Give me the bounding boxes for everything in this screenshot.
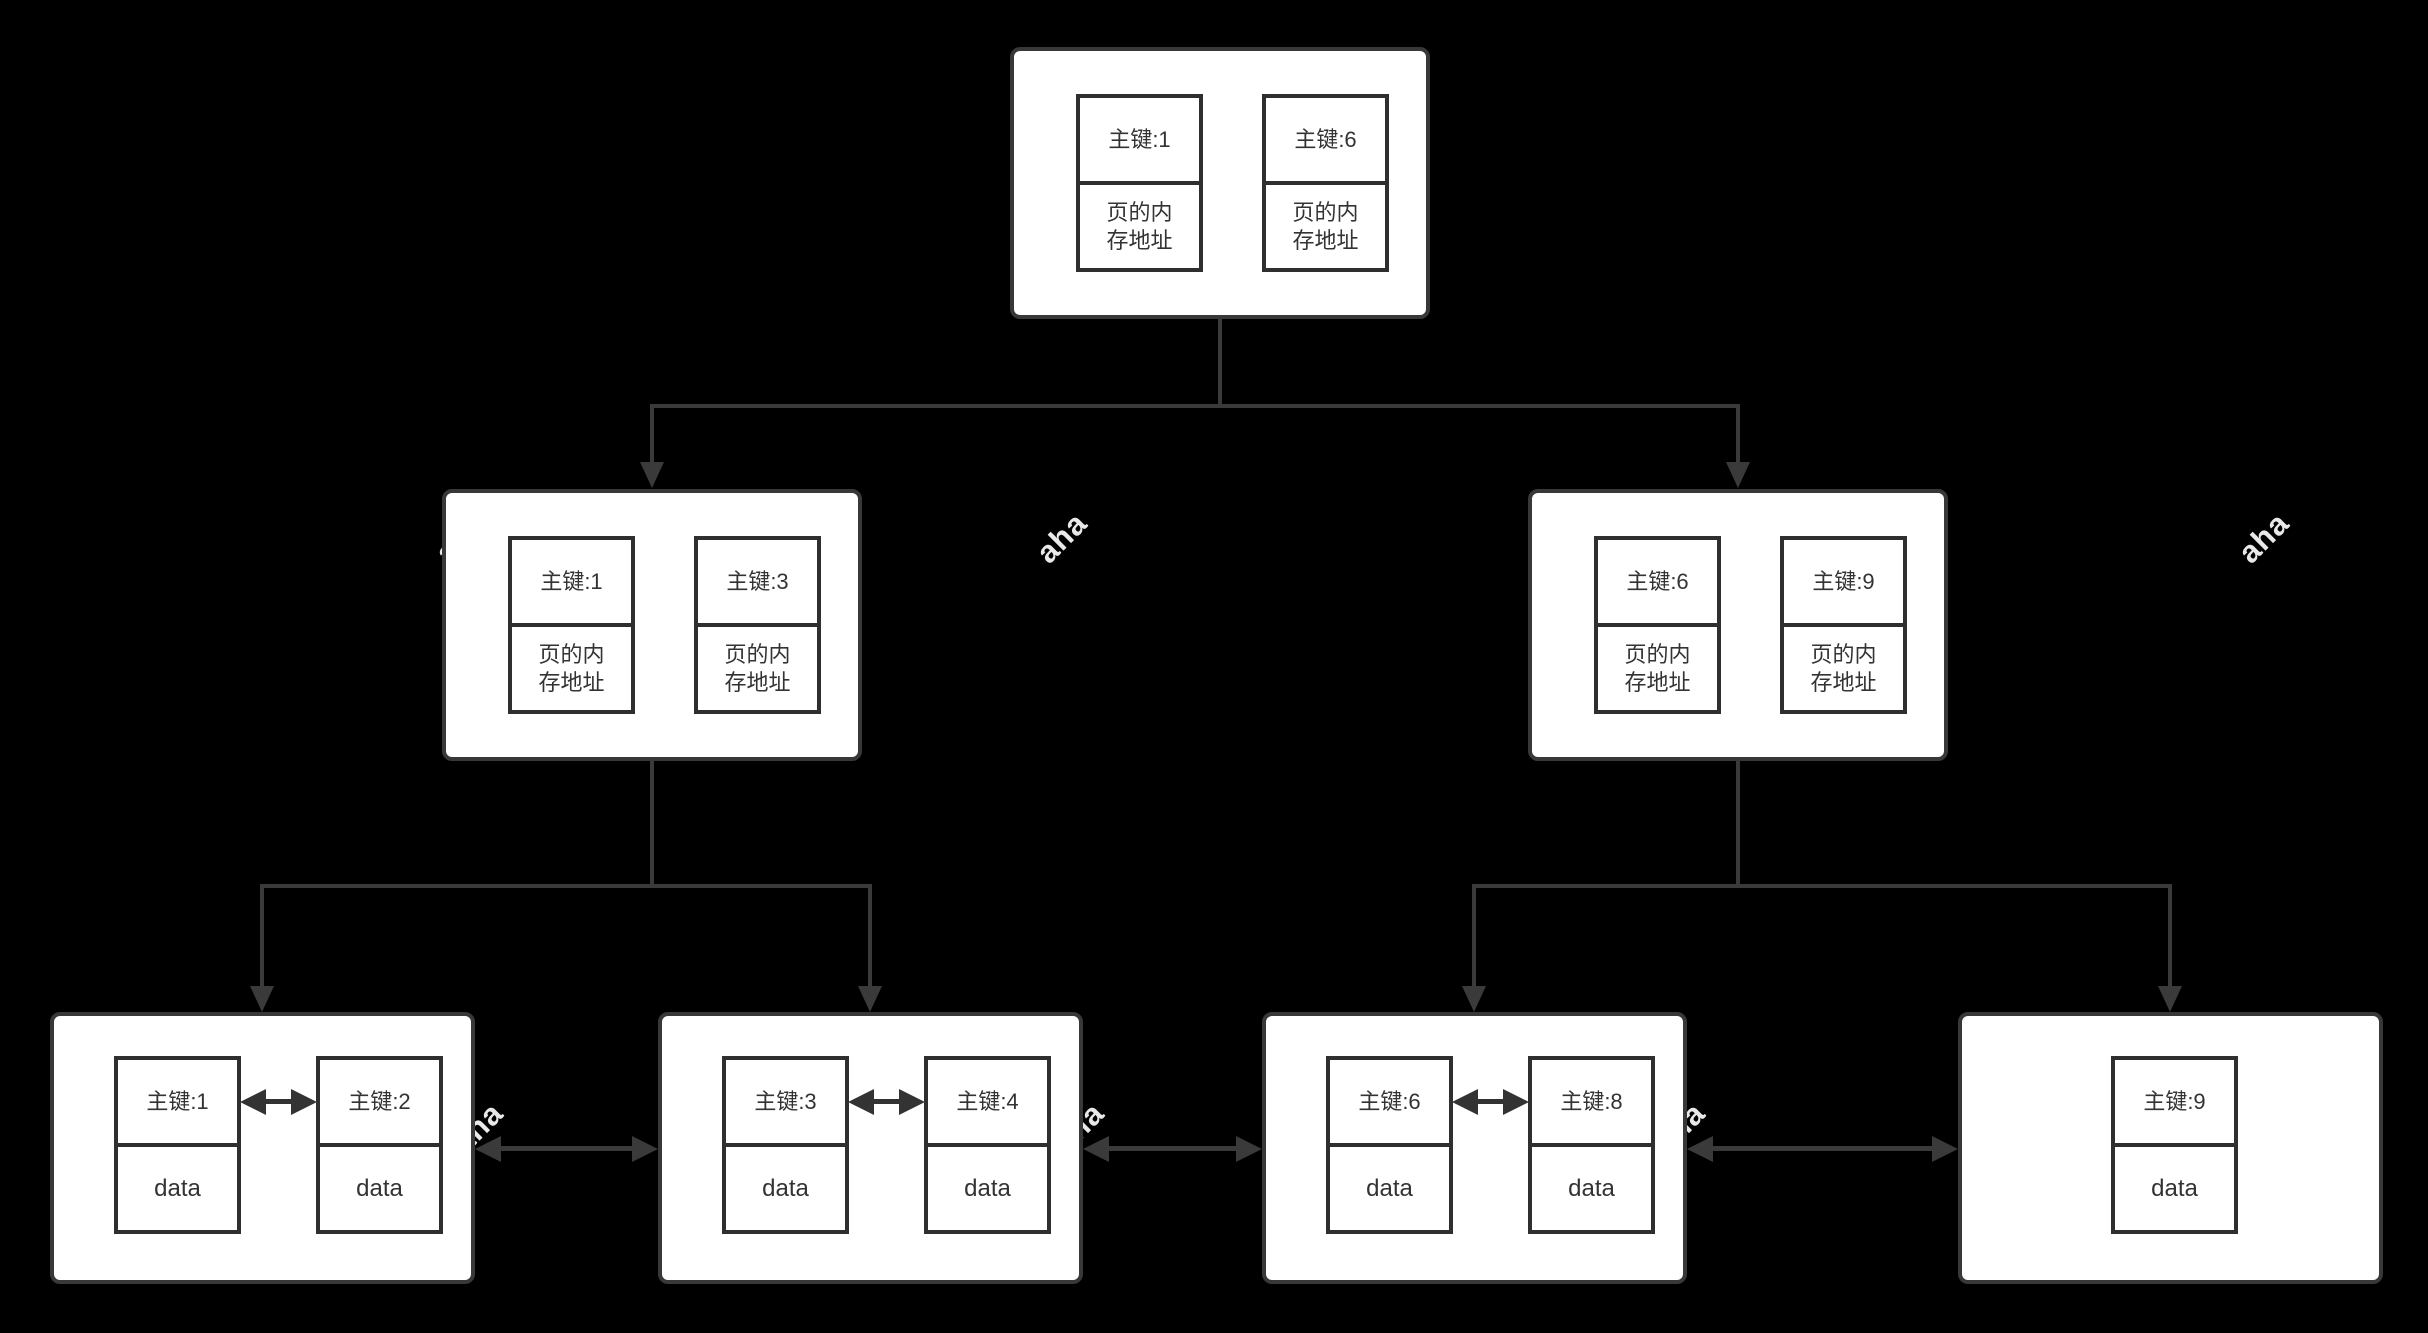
key-link-arrow-icon [240,1088,317,1115]
data-cell: data [316,1143,443,1234]
key-cell: 主键:1 [114,1056,241,1147]
pointer-cell: 页的内存地址 [1780,623,1907,714]
key-cell: 主键:3 [722,1056,849,1147]
connector-to-leaf-2 [868,884,872,987]
data-cell: data [2111,1143,2238,1234]
connector-internal-right-stem [1736,761,1740,888]
pointer-cell: 页的内存地址 [1594,623,1721,714]
connector-internal-right-branch [1472,884,2172,888]
data-cell: data [114,1143,241,1234]
down-arrowhead-icon [1726,462,1750,488]
pointer-cell: 页的内存地址 [1262,181,1389,272]
down-arrowhead-icon [858,986,882,1012]
key-cell: 主键:6 [1594,536,1721,627]
connector-root-to-internal-left [650,404,654,463]
key-cell: 主键:9 [2111,1056,2238,1147]
node-internal-right: 主键:6 页的内存地址 主键:9 页的内存地址 [1528,489,1948,761]
node-root: 主键:1 页的内存地址 主键:6 页的内存地址 [1010,47,1430,319]
key-link-arrow-icon [1452,1088,1529,1115]
down-arrowhead-icon [640,462,664,488]
data-cell: data [1528,1143,1655,1234]
key-cell: 主键:2 [316,1056,443,1147]
watermark-text: aha [2231,505,2296,570]
connector-to-leaf-4 [2168,884,2172,987]
down-arrowhead-icon [1462,986,1486,1012]
node-leaf-2: 主键:3 data 主键:4 data [658,1012,1083,1284]
leaf-link-arrow-3-4 [1687,1135,1958,1162]
connector-internal-left-stem [650,761,654,888]
key-cell: 主键:1 [1076,94,1203,185]
key-cell: 主键:6 [1262,94,1389,185]
key-cell: 主键:9 [1780,536,1907,627]
node-leaf-1: 主键:1 data 主键:2 data [50,1012,475,1284]
connector-root-stem [1218,319,1222,408]
watermark-text: aha [1029,505,1094,570]
connector-internal-left-branch [260,884,872,888]
connector-root-to-internal-right [1736,404,1740,463]
connector-to-leaf-1 [260,884,264,987]
node-internal-left: 主键:1 页的内存地址 主键:3 页的内存地址 [442,489,862,761]
key-cell: 主键:6 [1326,1056,1453,1147]
data-cell: data [1326,1143,1453,1234]
node-leaf-4: 主键:9 data [1958,1012,2383,1284]
data-cell: data [722,1143,849,1234]
node-leaf-3: 主键:6 data 主键:8 data [1262,1012,1687,1284]
down-arrowhead-icon [250,986,274,1012]
data-cell: data [924,1143,1051,1234]
leaf-link-arrow-2-3 [1083,1135,1262,1162]
connector-to-leaf-3 [1472,884,1476,987]
connector-root-branch [650,404,1740,408]
key-cell: 主键:4 [924,1056,1051,1147]
key-link-arrow-icon [848,1088,925,1115]
key-cell: 主键:3 [694,536,821,627]
pointer-cell: 页的内存地址 [1076,181,1203,272]
pointer-cell: 页的内存地址 [508,623,635,714]
key-cell: 主键:8 [1528,1056,1655,1147]
down-arrowhead-icon [2158,986,2182,1012]
pointer-cell: 页的内存地址 [694,623,821,714]
key-cell: 主键:1 [508,536,635,627]
leaf-link-arrow-1-2 [475,1135,658,1162]
